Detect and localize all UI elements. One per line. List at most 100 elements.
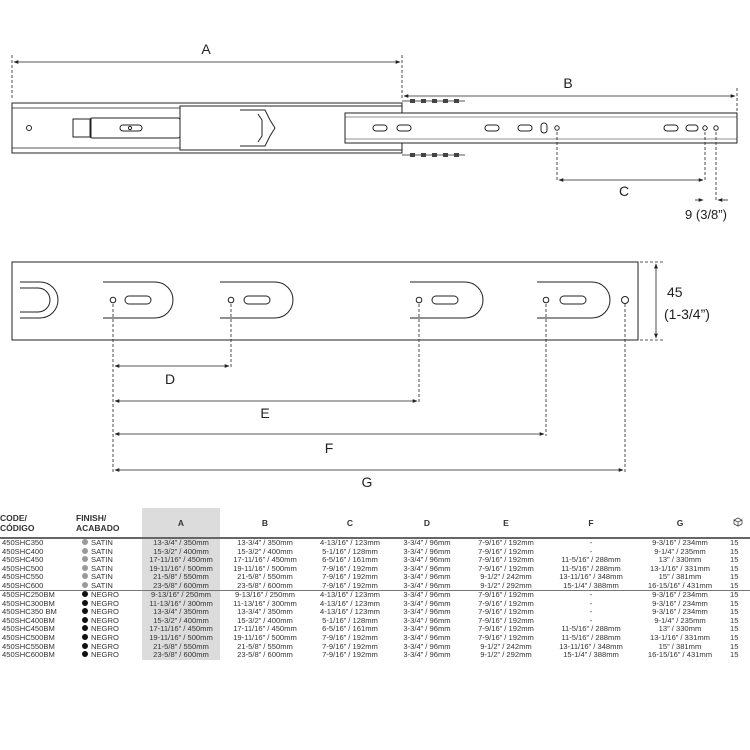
cell-e: 7-9/16” / 192mm — [478, 564, 534, 573]
cell-e: 7-9/16” / 192mm — [478, 599, 534, 608]
finish-label: NEGRO — [91, 599, 119, 608]
cell-a: 17-11/16” / 450mm — [142, 556, 220, 565]
cell-c: 4-13/16” / 123mm — [320, 608, 380, 617]
header-g: G — [676, 517, 684, 528]
cell-finish: SATIN — [76, 556, 142, 565]
cell-b: 23-5/8” / 600mm — [237, 651, 293, 660]
dimension-a — [11, 55, 403, 100]
cell-d: 3-3/4” / 96mm — [403, 651, 451, 660]
cell-e: 7-9/16” / 192mm — [478, 616, 534, 625]
cell-e: 7-9/16” / 192mm — [478, 625, 534, 634]
dimension-c — [556, 132, 706, 182]
dimension-d-label: D — [165, 371, 175, 387]
cell-b: 13-3/4” / 350mm — [237, 608, 293, 617]
cell-e: 7-9/16” / 192mm — [478, 538, 534, 547]
cell-d: 3-3/4” / 96mm — [403, 642, 451, 651]
header-b: B — [261, 517, 269, 528]
cell-b: 21-5/8” / 550mm — [237, 642, 293, 651]
cell-g: 15” / 381mm — [658, 573, 702, 582]
dimension-e-label: E — [260, 405, 269, 421]
cell-b: 13-3/4” / 350mm — [237, 538, 293, 547]
cell-finish: NEGRO — [76, 616, 142, 626]
cell-g: 9-3/16” / 234mm — [652, 538, 708, 547]
cell-f: 11-5/16” / 288mm — [561, 625, 621, 634]
cell-f: 11-5/16” / 288mm — [561, 634, 621, 643]
cell-d: 3-3/4” / 96mm — [403, 599, 451, 608]
cell-d: 3-3/4” / 96mm — [390, 590, 464, 600]
finish-label: SATIN — [91, 556, 113, 565]
cell-a: 19-11/16” / 500mm — [142, 564, 220, 574]
cell-g: 9-1/4” / 235mm — [654, 547, 706, 556]
dimension-height-in-label: (1-3/4”) — [664, 306, 710, 322]
specification-table-wrapper: CODE/CÓDIGO FINISH/ACABADO A B C D E F G… — [0, 508, 750, 660]
cell-c: 7-9/16” / 192mm — [322, 564, 378, 573]
cell-qty: 15 — [730, 651, 739, 660]
cell-e: 7-9/16” / 192mm — [478, 608, 534, 617]
finish-color-dot — [82, 616, 88, 623]
cell-f: 15-1/4” / 388mm — [563, 651, 619, 660]
cell-f: - — [589, 599, 593, 608]
cell-b: 19-11/16” / 500mm — [233, 634, 297, 643]
cell-c: 4-13/16” / 123mm — [320, 538, 380, 547]
cell-b: 23-5/8” / 600mm — [237, 581, 293, 590]
cell-d: 3-3/4” / 96mm — [403, 556, 451, 565]
finish-label: NEGRO — [91, 590, 119, 600]
cell-f: - — [589, 538, 593, 547]
dimension-a-label: A — [201, 41, 211, 57]
cell-code: 450SHC350 BM — [2, 608, 57, 617]
slide-technical-drawing: A B C 9 (3/8”) — [11, 41, 738, 490]
cell-qty: 15 — [730, 573, 739, 582]
cell-c: 4-13/16” / 123mm — [320, 599, 380, 608]
hole-spacing-dimensions — [112, 304, 626, 472]
header-f: F — [588, 517, 594, 528]
cell-g: 9-1/4” / 235mm — [654, 616, 706, 625]
cell-b: 15-3/2” / 400mm — [237, 547, 293, 556]
cell-qty: 15 — [726, 590, 750, 600]
rail-front-view — [11, 261, 639, 341]
cell-qty: 15 — [730, 538, 739, 547]
cell-code: 450SHC350 — [2, 538, 44, 547]
cell-f: - — [589, 608, 593, 617]
cell-f: - — [589, 616, 593, 625]
dimension-height-mm-label: 45 — [667, 284, 683, 300]
cell-g: 13” / 330mm — [658, 556, 702, 565]
cell-b: 21-5/8” / 550mm — [237, 573, 293, 582]
cell-f: - — [589, 547, 593, 556]
cell-e: 9-1/2” / 292mm — [480, 651, 532, 660]
cell-g: 9-3/16” / 234mm — [652, 608, 708, 617]
cell-a: 17-11/16” / 450mm — [142, 625, 220, 635]
finish-color-dot — [82, 539, 88, 545]
header-d: D — [423, 517, 431, 528]
cell-code: 450SHC550BM — [2, 642, 55, 651]
cell-g: 13-1/16” / 331mm — [650, 564, 710, 573]
cell-e: 9-1/2” / 242mm — [480, 573, 532, 582]
cell-a: 15-3/2” / 400mm — [142, 547, 220, 557]
cell-f: 13-11/16” / 348mm — [559, 642, 623, 651]
cell-c: 7-9/16” / 192mm — [322, 634, 378, 643]
cell-b: 17-11/16” / 450mm — [233, 625, 297, 634]
finish-label: NEGRO — [91, 608, 119, 617]
finish-color-dot — [82, 599, 88, 606]
header-qty — [726, 508, 750, 538]
slide-side-view — [11, 99, 738, 157]
cell-e: 9-1/2” / 242mm — [480, 642, 532, 651]
dimension-b-label: B — [563, 75, 572, 91]
finish-label: SATIN — [91, 538, 113, 547]
cell-code: 450SHC300BM — [2, 599, 55, 608]
finish-label: SATIN — [91, 573, 113, 582]
cell-a: 13-3/4” / 350mm — [142, 608, 220, 617]
cell-c: 7-9/16” / 192mm — [322, 642, 378, 651]
cell-code: 450SHC500BM — [2, 634, 55, 643]
cell-e: 7-9/16” / 192mm — [464, 590, 548, 600]
cell-d: 3-3/4” / 96mm — [403, 538, 451, 547]
cell-e: 9-1/2” / 292mm — [480, 581, 532, 590]
cell-e: 7-9/16” / 192mm — [478, 556, 534, 565]
